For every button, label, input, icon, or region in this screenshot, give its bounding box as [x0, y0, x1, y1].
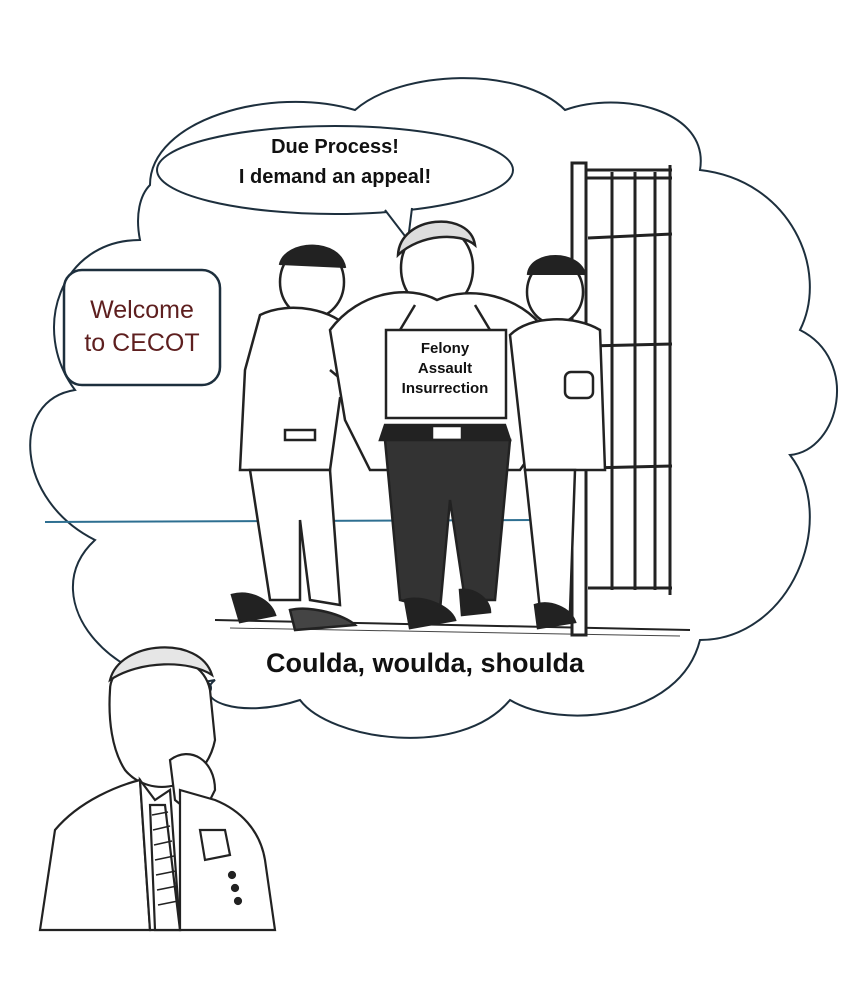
- speech-bubble: [156, 125, 514, 215]
- speech-bubble-text: Due Process! I demand an appeal!: [200, 132, 470, 192]
- placard-line-3: Insurrection: [401, 380, 489, 397]
- welcome-line-1: Welcome: [90, 296, 194, 324]
- right-guard-figure: [508, 255, 607, 630]
- speech-line-2: I demand an appeal!: [238, 166, 432, 188]
- speech-line-1: Due Process!: [271, 136, 399, 158]
- placard-text: Felony Assault Insurrection: [386, 339, 504, 399]
- placard-line-1: Felony: [420, 340, 470, 357]
- welcome-sign-box: [62, 268, 222, 387]
- caption: Coulda, woulda, shoulda: [265, 648, 584, 678]
- placard-board: [384, 328, 508, 420]
- welcome-sign-text: Welcome to CECOT: [66, 294, 218, 360]
- placard-line-2: Assault: [417, 360, 473, 377]
- welcome-line-2: to CECOT: [84, 329, 200, 357]
- thinking-figure: [38, 646, 277, 932]
- central-figure: [328, 220, 557, 630]
